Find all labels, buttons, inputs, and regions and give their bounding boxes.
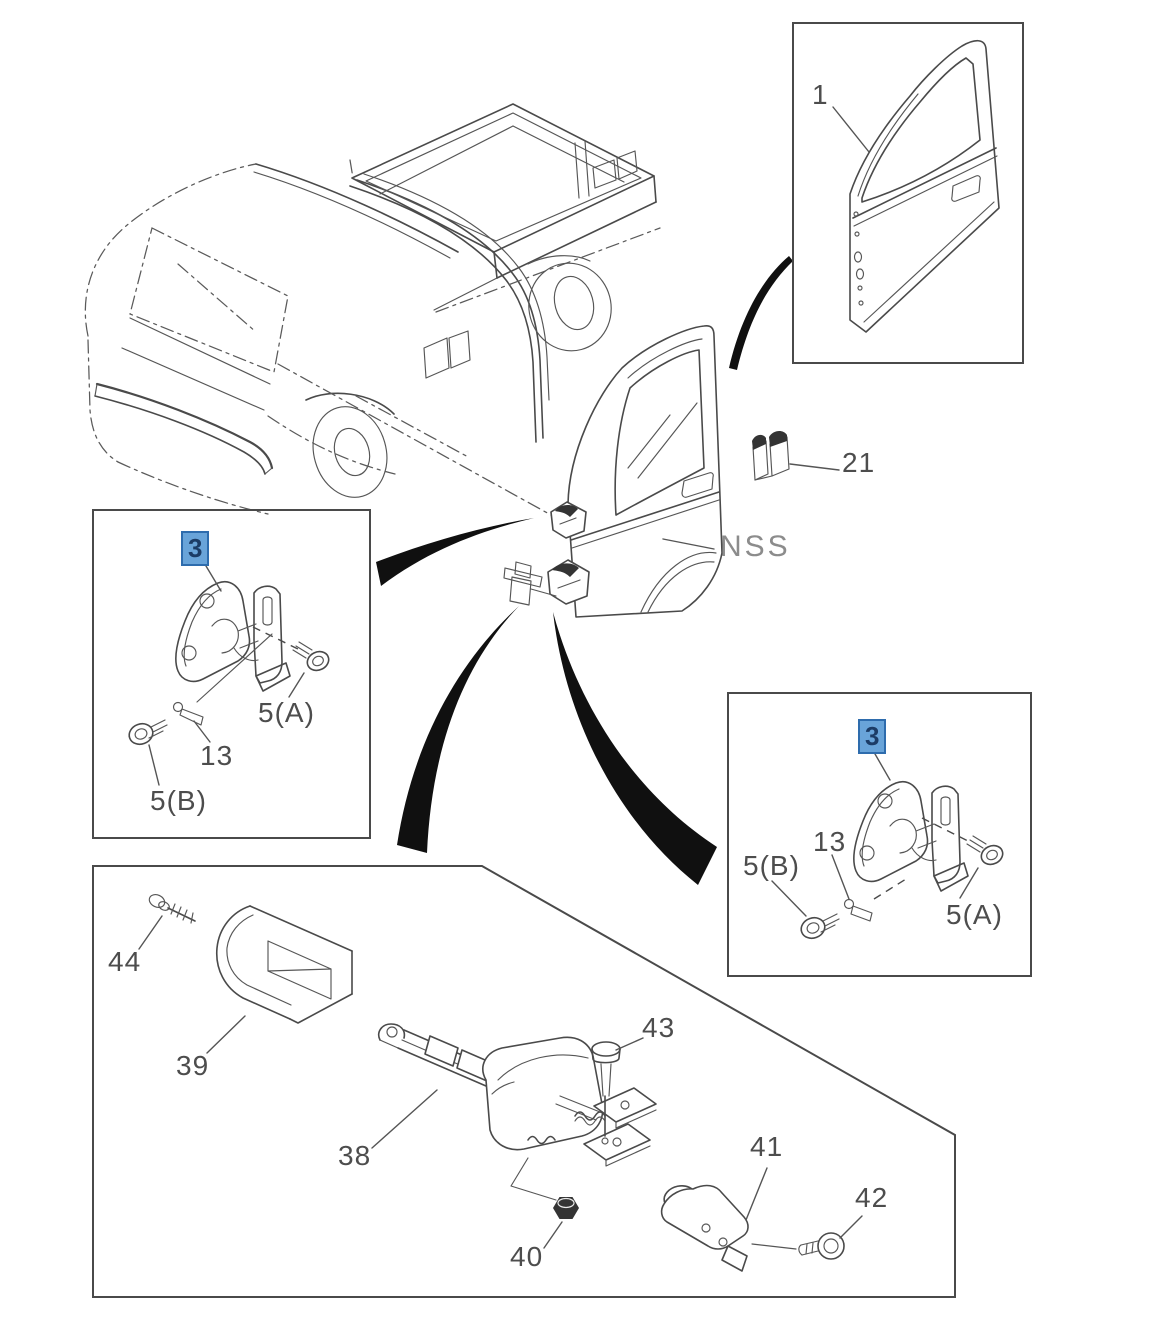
- lower-inset-box: [92, 865, 956, 1298]
- check-strap-38: [377, 1023, 657, 1167]
- hinge-inset-left: [92, 509, 371, 839]
- left-hinge-box-border: [92, 509, 371, 839]
- bolt-5a-right: [966, 835, 1004, 866]
- flow-arrow-to-door-inset: [729, 256, 793, 370]
- part-label-door-panel: 1: [812, 79, 829, 110]
- part-label-bolt-b-left: 5(B): [150, 785, 207, 816]
- door-hinge-lower: [547, 559, 590, 605]
- part-label-striker: 21: [842, 447, 876, 478]
- part-label-check-link-right: 13: [813, 826, 847, 857]
- lower-box-border: [92, 865, 956, 1298]
- part-label-check-strap: 38: [338, 1140, 372, 1171]
- door-hinge-upper: [550, 501, 587, 539]
- part-label-hinge-left-highlighted[interactable]: 3: [181, 531, 210, 566]
- bolt-42: [798, 1232, 845, 1260]
- door-check-bracket: [503, 561, 557, 606]
- flow-arrow-from-left-hinge-box: [376, 518, 534, 586]
- bolt-5b-right: [800, 913, 840, 940]
- nss-label: NSS: [720, 530, 791, 563]
- check-link-left: [172, 701, 204, 726]
- part-label-bolt-a-right: 5(A): [946, 899, 1003, 930]
- part-label-pin: 43: [642, 1012, 676, 1043]
- hinge-inset-right: [727, 692, 1032, 977]
- lock-striker-drawing: [752, 431, 840, 481]
- part-label-bracket: 41: [750, 1131, 784, 1162]
- part-label-bolt-a-left: 5(A): [258, 697, 315, 728]
- flow-arrow-to-lower-box: [397, 606, 519, 853]
- door-inset-border: [792, 22, 1024, 364]
- part-label-check-link-left: 13: [200, 740, 234, 771]
- flow-arrow-to-right-hinge-box: [553, 612, 717, 885]
- nss-leader: [662, 538, 715, 550]
- part-label-bolt-b-right: 5(B): [743, 850, 800, 881]
- flow-arrows: [376, 256, 793, 885]
- door-assembly-drawing: [503, 325, 723, 618]
- nut-40: [510, 1157, 579, 1219]
- pin-43: [591, 1041, 621, 1145]
- part-label-screw: 44: [108, 946, 142, 977]
- bolt-5a-left: [292, 641, 330, 672]
- truck-drawing: [84, 103, 661, 521]
- part-label-cover: 39: [176, 1050, 210, 1081]
- cover-39: [216, 905, 353, 1024]
- part-label-nut: 40: [510, 1241, 544, 1272]
- door-inset-box: [792, 22, 1024, 364]
- part-label-bolt: 42: [855, 1182, 889, 1213]
- check-link-right: [843, 898, 873, 922]
- bolt-5b-left: [128, 719, 168, 746]
- bracket-41: [660, 1184, 797, 1272]
- right-hinge-box-border: [727, 692, 1032, 977]
- part-label-hinge-right-highlighted[interactable]: 3: [858, 719, 887, 754]
- screw-44: [148, 894, 196, 924]
